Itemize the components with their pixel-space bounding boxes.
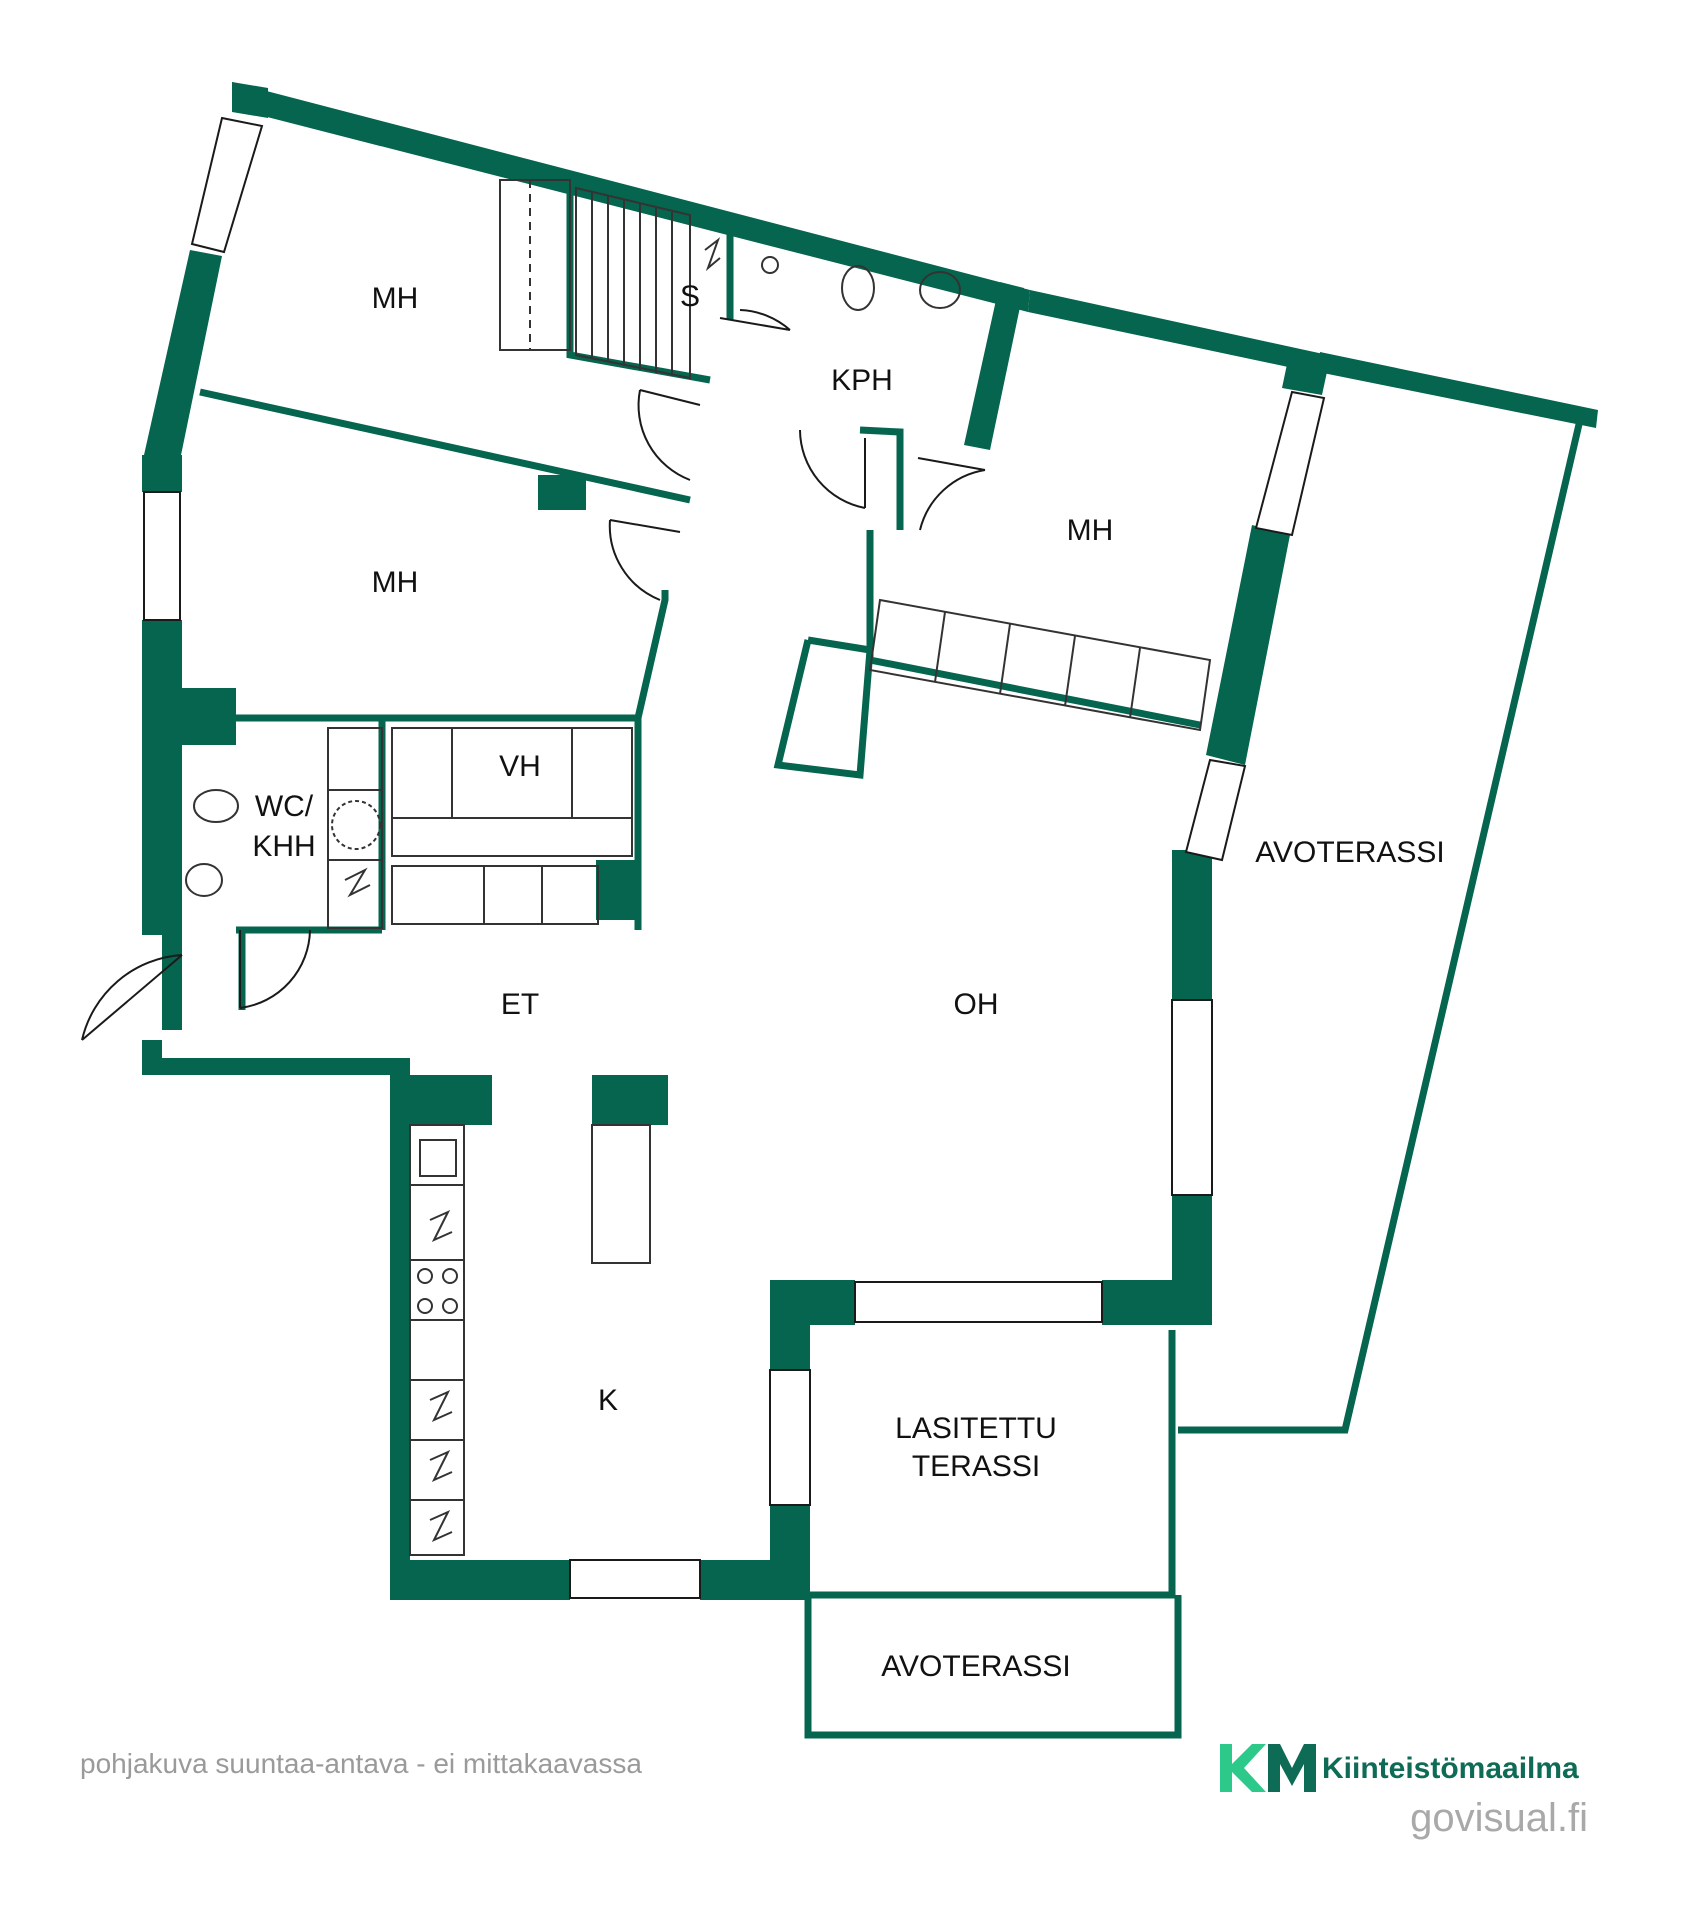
km-logo-icon <box>1220 1744 1316 1792</box>
room-label-terrace-bottom: AVOTERASSI <box>881 1650 1071 1683</box>
wc-toilet-icon <box>193 789 239 823</box>
fixtures <box>185 237 961 1543</box>
cabinetry <box>327 179 1212 1556</box>
room-label-mh3: MH <box>1067 514 1114 547</box>
room-label-wc-1: WC/ <box>255 790 314 823</box>
room-label-closet: VH <box>499 750 541 783</box>
room-label-sauna: S <box>680 280 700 313</box>
brand-logo: Kiinteistömaailma govisual.fi <box>1218 1738 1618 1848</box>
shower-icon <box>761 256 779 274</box>
bath-toilet-icon <box>841 265 875 311</box>
room-label-living: OH <box>954 988 999 1021</box>
kitchen-sink-icon <box>419 1139 457 1177</box>
room-label-glazed-1: LASITETTU <box>895 1412 1057 1445</box>
room-label-mh1: MH <box>372 282 419 315</box>
room-labels: MH MH MH S KPH WC/ KHH VH ET OH K AVOTER… <box>252 280 1444 1683</box>
doors <box>81 309 986 1041</box>
room-label-kitchen: K <box>598 1384 618 1417</box>
logo-site-url: govisual.fi <box>1410 1796 1588 1840</box>
bath-sink-icon <box>919 271 961 309</box>
disclaimer-note: pohjakuva suuntaa-antava - ei mittakaava… <box>80 1748 642 1779</box>
room-label-entry: ET <box>501 988 539 1021</box>
room-label-glazed-2: TERASSI <box>912 1450 1040 1483</box>
room-label-bathroom: KPH <box>831 364 893 397</box>
room-label-wc-2: KHH <box>252 830 315 863</box>
stove-icon <box>417 1268 433 1284</box>
room-label-mh2: MH <box>372 566 419 599</box>
logo-company-name: Kiinteistömaailma <box>1322 1752 1579 1785</box>
windows <box>143 116 1326 1599</box>
wc-sink-icon <box>185 863 223 897</box>
electric-icon <box>344 867 371 898</box>
room-label-terrace-right: AVOTERASSI <box>1255 836 1445 869</box>
